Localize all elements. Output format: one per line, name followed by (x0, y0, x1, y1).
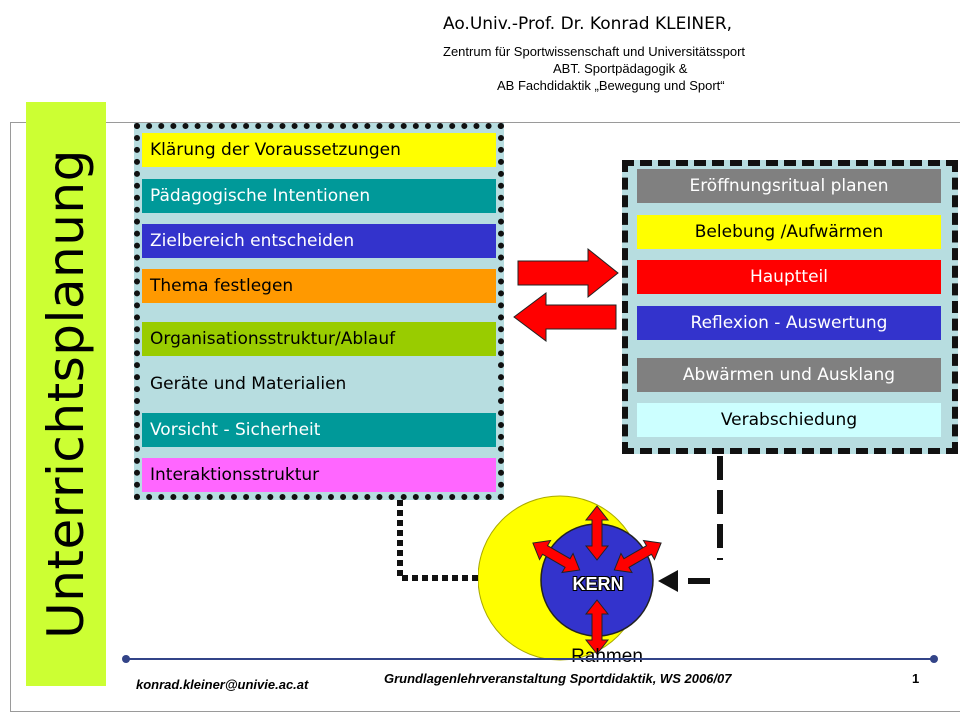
core-frame-diagram (478, 495, 662, 661)
arrow-upleft-double (532, 539, 581, 574)
lesson-phase-2: Belebung /Aufwärmen (637, 215, 941, 249)
planning-step-4: Thema festlegen (142, 269, 496, 303)
planning-step-6: Geräte und Materialien (142, 367, 496, 401)
arrow-upright-double (613, 539, 662, 574)
header-working-group: AB Fachdidaktik „Bewegung und Sport“ (497, 78, 725, 93)
core-pointer-arrowhead (658, 570, 678, 592)
planning-to-core-connector (397, 500, 478, 581)
lesson-phase-5: Abwärmen und Ausklang (637, 358, 941, 392)
rahmen-label: Rahmen (571, 646, 643, 667)
lesson-phase-6: Verabschiedung (637, 403, 941, 437)
kern-label: KERN (572, 574, 624, 594)
planning-step-5: Organisationsstruktur/Ablauf (142, 322, 496, 356)
footer-line-left-dot (122, 655, 130, 663)
footer-line (125, 658, 935, 660)
planning-step-7: Vorsicht - Sicherheit (142, 413, 496, 447)
slide-frame (10, 122, 960, 712)
footer-page-number: 1 (912, 671, 920, 686)
header-department: ABT. Sportpädagogik & (553, 61, 688, 76)
planning-step-2: Pädagogische Intentionen (142, 179, 496, 213)
vertical-title: Unterrichtsplanung (37, 149, 95, 639)
arrow-left (513, 292, 617, 342)
planning-step-3: Zielbereich entscheiden (142, 224, 496, 258)
planning-step-8: Interaktionsstruktur (142, 458, 496, 492)
footer-line-right-dot (930, 655, 938, 663)
lesson-phase-1: Eröffnungsritual planen (637, 169, 941, 203)
planning-step-1: Klärung der Voraussetzungen (142, 133, 496, 167)
vertical-title-bar (26, 102, 106, 686)
lesson-phase-4: Reflexion - Auswertung (637, 306, 941, 340)
exchange-arrows (513, 247, 619, 342)
header-institute: Zentrum für Sportwissenschaft und Univer… (443, 44, 746, 59)
footer-course: Grundlagenlehrveranstaltung Sportdidakti… (384, 671, 732, 686)
arrow-up-double (584, 505, 610, 561)
arrow-down-double (584, 599, 610, 655)
author-name: Ao.Univ.-Prof. Dr. Konrad KLEINER, (443, 14, 733, 34)
footer-email[interactable]: konrad.kleiner@univie.ac.at (136, 677, 309, 692)
lesson-phase-3: Hauptteil (637, 260, 941, 294)
arrow-right (517, 247, 619, 299)
